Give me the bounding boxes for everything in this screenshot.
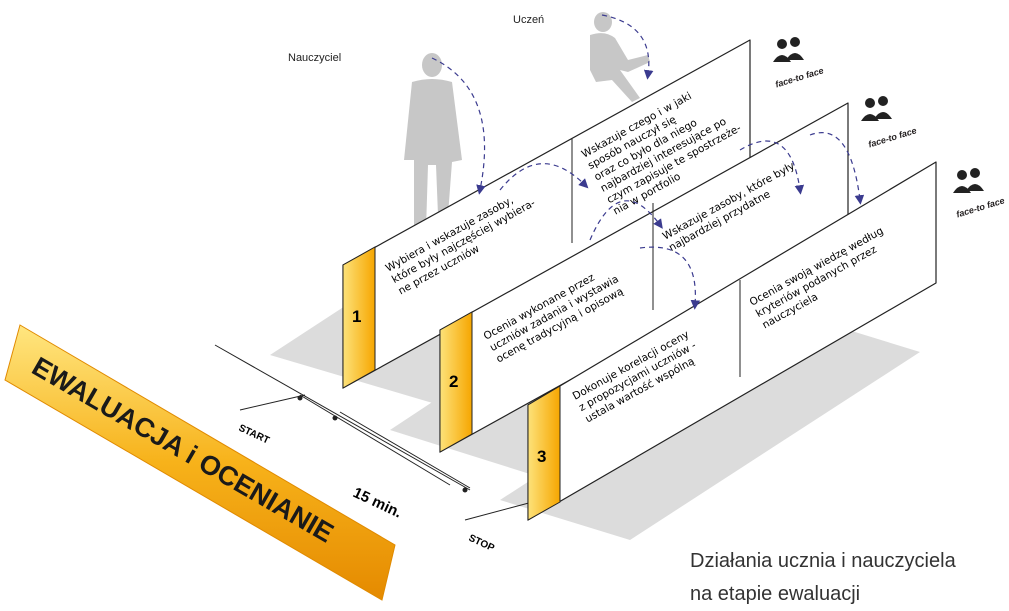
timeline-duration-label: 15 min.: [350, 484, 404, 521]
face-to-face-icon: [773, 37, 804, 62]
timeline: [214, 344, 541, 521]
student-role-label: Uczeń: [513, 14, 545, 26]
caption: Działania ucznia i nauczyciela na etapie…: [690, 545, 990, 611]
panel-2-tab: [439, 311, 473, 453]
timeline-stop-label: STOP: [467, 533, 496, 555]
student-silhouette: [590, 12, 650, 103]
face-to-face-icon: [861, 96, 892, 121]
banner-title: EWALUACJA i OCENIANIE: [27, 351, 339, 548]
teacher-silhouette: [404, 53, 462, 230]
face-to-face-icon: [953, 168, 984, 193]
caption-line-2: na etapie ewaluacji: [690, 583, 861, 605]
panel-1: 1 Wybiera i wskazuje zasoby, które były …: [342, 39, 751, 389]
teacher-role-label: Nauczyciel: [288, 52, 342, 64]
panel-3-number: 3: [537, 447, 546, 466]
caption-line-1: Działania ucznia i nauczyciela: [690, 550, 956, 572]
interaction-arrows: [431, 14, 865, 310]
panel-3: 3 Dokonuje korelacji oceny z propozycjam…: [527, 161, 937, 521]
panel-2-number: 2: [449, 372, 458, 391]
panel-3-tab: [527, 385, 561, 521]
platform-3: [500, 312, 920, 540]
panel-1-number: 1: [352, 307, 361, 326]
banner-shape: [4, 324, 396, 601]
timeline-start-label: START: [237, 423, 271, 447]
panel-1-tab: [342, 246, 376, 389]
